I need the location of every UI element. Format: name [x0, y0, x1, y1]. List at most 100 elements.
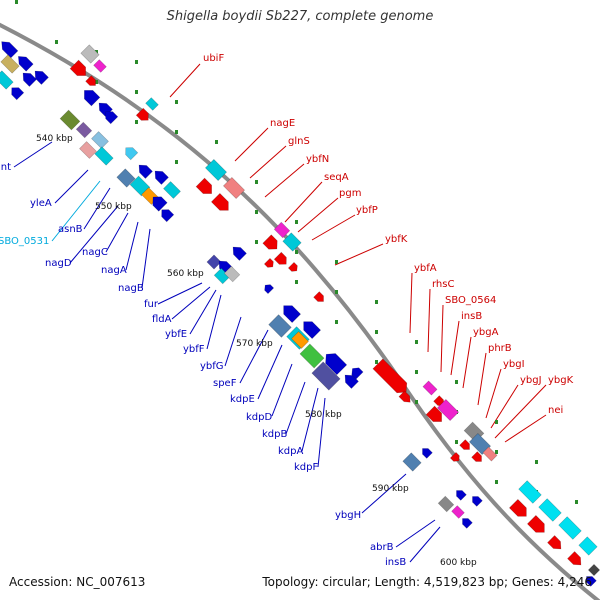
- tick-dot: [55, 40, 58, 44]
- tick-dot: [335, 320, 338, 324]
- gene-label-ybgH[interactable]: ybgH: [335, 510, 361, 521]
- forward-gene-arrow: [567, 551, 582, 566]
- reverse-gene-arrow: [84, 90, 101, 107]
- reverse-gene-arrow: [105, 111, 119, 125]
- tick-dot: [295, 280, 298, 284]
- gene-label-ybgI[interactable]: ybgI: [503, 359, 525, 370]
- tick-dot: [375, 300, 378, 304]
- gene-label-kdpE[interactable]: kdpE: [230, 394, 255, 405]
- gene-label-SBO_0564[interactable]: SBO_0564: [445, 295, 496, 306]
- gene-box: [0, 54, 20, 74]
- gene-box: [268, 314, 292, 338]
- leader-line: [485, 368, 502, 419]
- tick-dot: [375, 360, 378, 364]
- gene-label-asnB[interactable]: asnB: [58, 224, 83, 235]
- gene-label-ybfE[interactable]: ybfE: [165, 329, 187, 340]
- gene-box: [291, 331, 309, 349]
- gene-label-rhsC[interactable]: rhsC: [432, 279, 454, 290]
- gene-label-insB-reverse[interactable]: insB: [385, 557, 406, 568]
- gene-label-ybfA[interactable]: ybfA: [414, 263, 437, 274]
- forward-gene-arrow: [262, 234, 278, 250]
- tick-dot: [175, 100, 178, 104]
- gene-box: [93, 59, 107, 73]
- gene-label-nagD[interactable]: nagD: [45, 258, 72, 269]
- gene-label-fldA[interactable]: fldA: [152, 314, 172, 325]
- gene-label-kdpF[interactable]: kdpF: [294, 462, 318, 473]
- leader-line: [504, 414, 547, 443]
- gene-label-nagE[interactable]: nagE: [270, 118, 295, 129]
- forward-gene-arrow: [425, 405, 442, 422]
- gene-label-abrB[interactable]: abrB: [370, 542, 394, 553]
- reverse-gene-arrow: [232, 246, 247, 261]
- gene-label-speF[interactable]: speF: [213, 378, 237, 389]
- gene-labels: 540 kbp 550 kbp 560 kbp 570 kbp 580 kbp …: [0, 53, 574, 568]
- gene-box: [273, 221, 291, 239]
- gene-box: [422, 380, 438, 396]
- leader-line: [54, 169, 89, 204]
- tick-dot: [15, 0, 18, 4]
- gene-label-ubiF[interactable]: ubiF: [203, 53, 224, 64]
- gene-box: [282, 232, 302, 252]
- leader-line: [301, 387, 319, 452]
- gene-label-pgm[interactable]: pgm: [339, 188, 361, 199]
- reverse-gene-arrow: [472, 496, 483, 507]
- gene-box: [129, 175, 151, 197]
- gene-label-ybfK[interactable]: ybfK: [385, 234, 408, 245]
- gene-label-insB-forward[interactable]: insB: [461, 311, 482, 322]
- gene-label-ybgA[interactable]: ybgA: [473, 327, 499, 338]
- tick-dot: [495, 480, 498, 484]
- tick-dot: [295, 220, 298, 224]
- leader-line: [317, 397, 326, 468]
- genome-backbone: [0, 22, 600, 600]
- gene-label-nei[interactable]: nei: [548, 405, 563, 416]
- gene-label-kdpA[interactable]: kdpA: [278, 446, 303, 457]
- leader-line: [477, 352, 487, 406]
- gene-label-kdpD[interactable]: kdpD: [246, 412, 272, 423]
- tick-dot: [495, 420, 498, 424]
- gene-label-nagC[interactable]: nagC: [82, 247, 108, 258]
- gene-label-lnt[interactable]: lnt: [0, 162, 11, 173]
- kbp-marker-580: 580 kbp: [305, 410, 342, 420]
- leader-line: [171, 286, 211, 320]
- gene-label-SBO_0531[interactable]: SBO_0531: [0, 236, 49, 247]
- leader-line: [284, 181, 323, 223]
- gene-box: [538, 498, 562, 522]
- forward-gene-arrow: [287, 261, 298, 272]
- gene-box: [116, 168, 136, 188]
- gene-label-yleA[interactable]: yleA: [30, 198, 52, 209]
- leader-line: [257, 344, 283, 400]
- reverse-gene-arrow: [138, 164, 153, 179]
- leader-line: [361, 473, 407, 514]
- tick-dot: [375, 330, 378, 334]
- tick-dot: [415, 400, 418, 404]
- reverse-gene-arrow: [11, 87, 25, 101]
- tick-dot: [175, 130, 178, 134]
- gene-box: [482, 446, 498, 462]
- forward-gene-arrow: [449, 451, 460, 462]
- gene-label-fur[interactable]: fur: [144, 299, 159, 310]
- gene-label-glnS[interactable]: glnS: [288, 136, 310, 147]
- gene-label-ybfF[interactable]: ybfF: [183, 344, 205, 355]
- forward-gene-arrow: [313, 291, 324, 302]
- reverse-gene-arrow: [154, 170, 169, 185]
- forward-gene-arrow: [459, 439, 470, 450]
- gene-label-phrB[interactable]: phrB: [488, 343, 512, 354]
- gene-label-ybgJ[interactable]: ybgJ: [520, 375, 542, 386]
- gene-label-ybgK[interactable]: ybgK: [548, 375, 574, 386]
- gene-label-seqA[interactable]: seqA: [324, 172, 349, 183]
- leader-line: [125, 221, 139, 271]
- gene-label-ybfP[interactable]: ybfP: [356, 205, 378, 216]
- gene-box: [204, 158, 228, 182]
- gene-box: [451, 505, 465, 519]
- forward-gene-arrow: [398, 390, 411, 403]
- forward-gene-arrow: [273, 251, 287, 265]
- reverse-gene-arrow: [283, 305, 302, 324]
- gene-box: [145, 97, 159, 111]
- gene-label-ybfG[interactable]: ybfG: [200, 361, 224, 372]
- gene-label-ybfN[interactable]: ybfN: [306, 154, 329, 165]
- gene-label-kdpB[interactable]: kdpB: [262, 429, 287, 440]
- gene-label-nagA[interactable]: nagA: [101, 265, 127, 276]
- gene-label-nagB[interactable]: nagB: [118, 283, 144, 294]
- reverse-gene-arrow: [303, 321, 322, 340]
